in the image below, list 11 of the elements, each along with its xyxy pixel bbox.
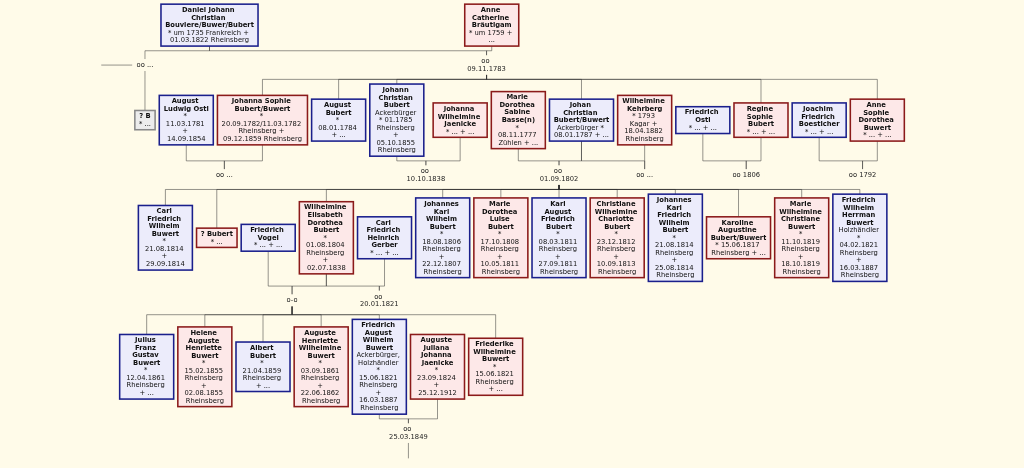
connector [379, 258, 385, 291]
connector [862, 140, 878, 170]
connector [408, 398, 438, 424]
connector [224, 144, 263, 170]
connector [144, 70, 146, 111]
connector [581, 140, 645, 170]
connector [644, 144, 645, 170]
connector [745, 137, 762, 170]
connector [291, 306, 496, 339]
connector [425, 137, 461, 166]
connector [486, 45, 492, 56]
